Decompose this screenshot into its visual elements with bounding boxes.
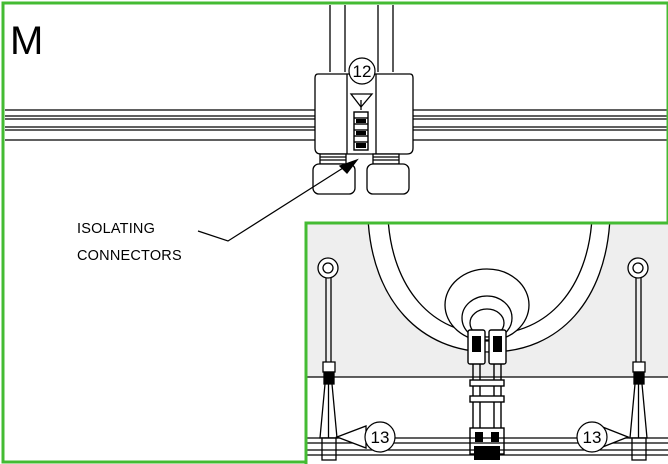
callout-label-line-2: CONNECTORS [77, 248, 182, 264]
step-number-13-left: 13 [371, 428, 390, 447]
callout-label-line-1: ISOLATING [77, 221, 155, 237]
step-circle-12 [348, 57, 376, 85]
panel-label: M [10, 19, 43, 63]
step-number-13-right: 13 [583, 428, 602, 447]
callout-leader [197, 167, 344, 242]
inset-view [307, 224, 668, 464]
knob-right [366, 153, 410, 195]
connector-icon [467, 329, 507, 460]
top-view [5, 5, 668, 242]
horizontal-rail [5, 109, 668, 141]
connector-stack [353, 111, 369, 151]
step-circle-13-left [364, 421, 396, 453]
knob-left [312, 153, 356, 195]
step-circle-13-right [576, 421, 608, 453]
step-number-12: 12 [353, 62, 372, 81]
callout-arrowhead [338, 158, 359, 174]
inset-frame [304, 221, 668, 464]
pin-icon [627, 257, 649, 461]
vertical-rods [329, 5, 394, 72]
